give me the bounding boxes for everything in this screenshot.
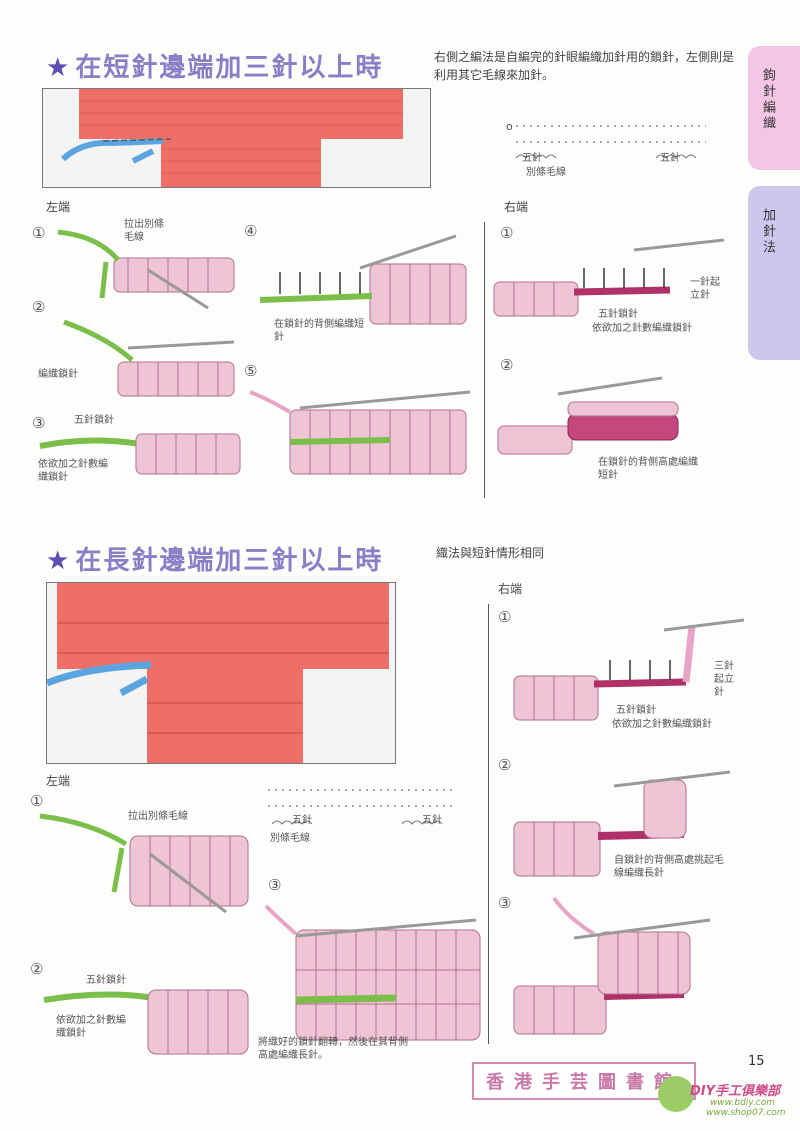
s1-left-step4-num: ④ <box>244 222 258 240</box>
s2-left-step1-num: ① <box>30 792 44 810</box>
s1-left-step5-num: ⑤ <box>244 362 258 380</box>
s1-right-step1-caption-b: 依欲加之針數編織鎖針 <box>592 323 692 334</box>
s1-right-step2-num: ② <box>500 356 514 374</box>
section2-title-text: 在長針邊端加三針以上時 <box>75 546 384 576</box>
s1-left-step3-illustration <box>39 433 241 475</box>
chart2-other-yarn: 別條毛線 <box>270 833 310 844</box>
s2-left-step2-num: ② <box>30 960 44 978</box>
s2-right-step1-caption-side: 三針起立針 <box>714 661 734 698</box>
chart2-five-right: 五針 <box>422 815 442 826</box>
s1-left-step1-illustration <box>57 229 235 310</box>
s1-left-step3-caption: 依欲加之針數編織鎖針 <box>38 459 108 483</box>
section1-title-text: 在短針邊端加三針以上時 <box>75 53 384 83</box>
s2-left-step2-caption: 依欲加之針數編織鎖針 <box>56 1015 126 1039</box>
s1-left-step4-illustration <box>259 234 467 325</box>
s2-left-step1-illustration <box>39 813 249 914</box>
s2-right-step2-num: ② <box>498 756 512 774</box>
s1-right-step1-num: ① <box>500 224 514 242</box>
chart-five-left: 五針 <box>522 153 542 164</box>
section2-right-label: 右端 <box>498 582 523 596</box>
section1-left-label: 左端 <box>46 200 71 214</box>
s1-left-step5-illustration <box>249 390 471 475</box>
page-number: 15 <box>748 1054 765 1069</box>
s2-left-step2-illustration <box>43 989 249 1055</box>
tab-crochet[interactable]: 鉤針編織 <box>748 46 800 170</box>
s2-right-step1-caption-b: 依欲加之針數編織鎖針 <box>612 719 712 730</box>
photo-long-stitch-art <box>47 583 389 763</box>
section2-left-label: 左端 <box>46 774 71 788</box>
s2-right-step1-caption-a: 五針鎖針 <box>616 705 656 716</box>
s1-left-step2-caption: 編織鎖針 <box>38 369 78 380</box>
section1-note: 右側之編法是自編完的針眼編織加針用的鎖針，左側則是利用其它毛線來加針。 <box>434 50 735 82</box>
s2-right-step2-caption: 自鎖針的背側高處挑起毛線編織長針 <box>614 855 724 879</box>
s1-right-step1-caption-side: 一針起立針 <box>690 277 720 301</box>
chart-other-yarn: 別條毛線 <box>526 167 566 178</box>
s1-left-step4-caption: 在鎖針的背側編織短針 <box>274 319 364 343</box>
tab-increase-label: 加針法 <box>760 208 775 256</box>
s1-left-step2-num: ② <box>32 298 46 316</box>
s2-right-step1-illustration <box>513 618 745 721</box>
s1-left-step2-illustration <box>63 319 235 397</box>
tab-crochet-label: 鉤針編織 <box>760 68 775 132</box>
s1-right-step1-caption-a: 五針鎖針 <box>598 309 638 320</box>
s2-right-step3-num: ③ <box>498 894 512 912</box>
s2-left-step3-num: ③ <box>268 876 282 894</box>
section2-title: ★在長針邊端加三針以上時 <box>46 540 383 577</box>
s1-left-step3-num: ③ <box>32 414 46 432</box>
s1-right-step1-illustration <box>493 238 725 317</box>
watermark-url2: www.shop07.com <box>706 1108 786 1118</box>
star-icon: ★ <box>46 546 72 576</box>
s1-left-step3-caption-top: 五針鎖針 <box>74 415 114 426</box>
s2-left-step3-caption: 將織好的鎖針翻轉，然後在其背側高處編織長針。 <box>258 1037 408 1061</box>
tab-increase[interactable]: 加針法 <box>748 186 800 360</box>
watermark-url1: www.bdiy.com <box>710 1098 776 1108</box>
svg-text:o: o <box>506 120 513 133</box>
section2-note: 織法與短針情形相同 <box>436 546 545 560</box>
chart-five-right: 五針 <box>660 153 680 164</box>
section1-title: ★在短針邊端加三針以上時 <box>46 47 383 84</box>
section1-divider <box>484 222 485 498</box>
section1-right-label: 右端 <box>504 200 529 214</box>
photo-short-stitch <box>42 88 431 188</box>
s1-left-step1-num: ① <box>32 224 46 242</box>
s2-left-step3-illustration <box>264 904 481 1041</box>
s1-right-step2-caption: 在鎖針的背側高處編織短針 <box>598 457 698 481</box>
photo-short-stitch-art <box>60 89 403 187</box>
s2-right-step1-num: ① <box>498 608 512 626</box>
s1-right-step2-illustration <box>497 376 679 455</box>
chart2-five-left: 五針 <box>292 815 312 826</box>
watermark-brand: DIY手工俱樂部 <box>690 1084 781 1099</box>
s2-right-step2-illustration <box>513 770 731 877</box>
watermark-logo-icon <box>658 1076 694 1112</box>
s1-left-step1-caption: 拉出別條毛線 <box>124 219 164 243</box>
chain-chart-long <box>268 789 452 825</box>
chain-chart-short: o <box>506 120 706 159</box>
s2-right-step3-illustration <box>513 896 711 1035</box>
s2-left-step1-caption: 拉出別條毛線 <box>128 811 188 822</box>
s2-left-step2-caption-top: 五針鎖針 <box>86 975 126 986</box>
photo-long-stitch <box>46 582 396 764</box>
section2-divider <box>488 604 489 1044</box>
star-icon: ★ <box>46 53 72 83</box>
